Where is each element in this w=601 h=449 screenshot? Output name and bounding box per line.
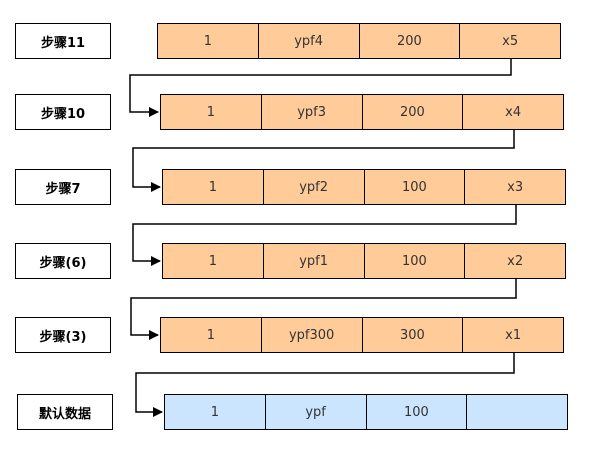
- row-cell: 100: [367, 395, 468, 429]
- step-label: 步骤(3): [15, 317, 111, 353]
- row-cell: ypf3: [262, 95, 363, 129]
- row-cell: x5: [502, 33, 519, 49]
- row-cell: 1: [161, 318, 262, 352]
- row-cell: 1: [163, 244, 264, 278]
- data-row: 1 ypf4 200 x5: [157, 23, 561, 59]
- row-cell: x3: [507, 179, 524, 195]
- connector-arrow: [135, 353, 515, 417]
- data-row: 1 ypf2 100 x3: [162, 169, 566, 205]
- row-cell: 300: [363, 318, 464, 352]
- row-cell: ypf: [266, 395, 367, 429]
- row-cell: 1: [165, 395, 266, 429]
- connector-arrow: [132, 130, 515, 192]
- step-label: 步骤10: [15, 94, 111, 130]
- data-row: 1 ypf3 200 x4: [160, 94, 564, 130]
- step-label: 步骤11: [15, 23, 111, 59]
- row-cell: 1: [158, 24, 259, 58]
- row-cell: x2: [507, 253, 524, 269]
- step-label: 步骤(6): [15, 243, 111, 279]
- data-row: 1 ypf300 300 x1: [160, 317, 564, 353]
- data-row: 1 ypf1 100 x2: [162, 243, 566, 279]
- row-cell: 200: [360, 24, 461, 58]
- row-cell: 100: [365, 170, 466, 204]
- default-data-row: 1 ypf 100: [164, 394, 568, 430]
- default-data-label: 默认数据: [17, 394, 113, 430]
- step-label: 步骤7: [15, 169, 111, 205]
- row-cell: ypf2: [264, 170, 365, 204]
- row-cell: ypf1: [264, 244, 365, 278]
- row-cell: x4: [505, 104, 522, 120]
- row-cell: 200: [363, 95, 464, 129]
- connector-arrow: [130, 279, 517, 340]
- connector-arrow: [132, 205, 517, 266]
- row-cell: 1: [163, 170, 264, 204]
- row-cell: ypf4: [259, 24, 360, 58]
- row-cell: x1: [505, 327, 522, 343]
- row-cell: 1: [161, 95, 262, 129]
- row-cell: ypf300: [262, 318, 363, 352]
- connector-arrow: [129, 59, 512, 117]
- row-cell: 100: [365, 244, 466, 278]
